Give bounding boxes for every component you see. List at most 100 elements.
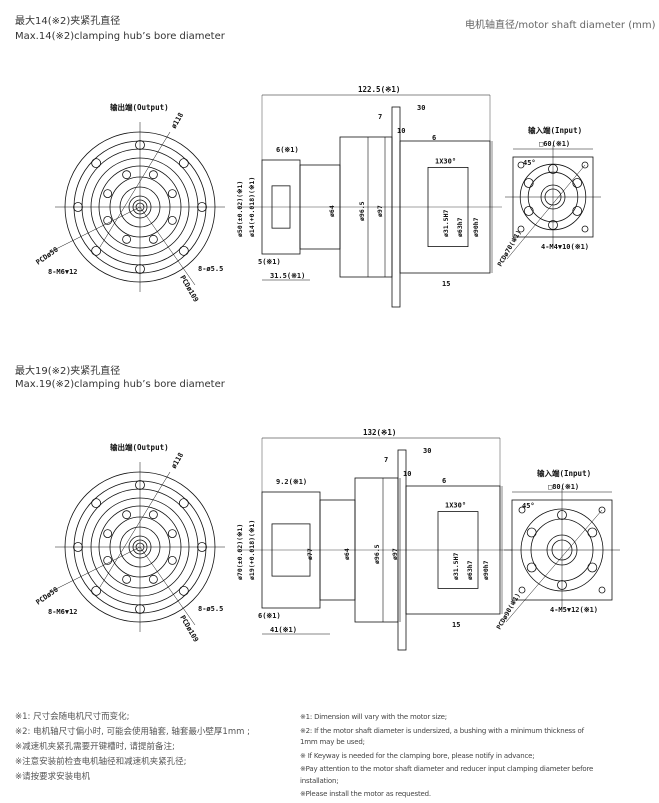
leader-line bbox=[505, 509, 603, 623]
motor-mount-hole bbox=[581, 225, 589, 233]
dimension-label: 7 bbox=[378, 113, 382, 121]
diameter-label: ø90h7 bbox=[472, 217, 480, 237]
screw-hole bbox=[526, 527, 537, 538]
square-label: □60(※1) bbox=[539, 140, 570, 148]
screw-hole bbox=[526, 562, 537, 573]
motor-mount-hole bbox=[598, 586, 606, 594]
leader-line bbox=[139, 206, 196, 286]
chamfer-label: 1X30° bbox=[435, 157, 456, 165]
holes-label: 8-ø5.5 bbox=[198, 265, 223, 273]
motor-mount-hole bbox=[517, 225, 525, 233]
dimension-label: 10 bbox=[397, 127, 405, 135]
diameter-label: ø50(±0.02)(※1) bbox=[236, 181, 244, 237]
dimension-label: 6(※1) bbox=[258, 612, 281, 620]
input-view-title: 输入端(Input) bbox=[528, 125, 582, 135]
bolt-hole bbox=[178, 498, 189, 509]
note-en: ※Please install the motor as requested. bbox=[300, 790, 431, 798]
dimension-label: 6 bbox=[442, 477, 446, 485]
diameter-label: ø96.5 bbox=[358, 201, 366, 221]
screw-hole bbox=[587, 527, 598, 538]
tapped-hole bbox=[148, 510, 158, 520]
section1-title-en: Max.14(※2)clamping hub’s bore diameter bbox=[15, 31, 225, 42]
holes-label: 4-M4▼10(※1) bbox=[541, 243, 589, 251]
diameter-label: ø64 bbox=[328, 205, 336, 217]
diameter-label: ø96.5 bbox=[373, 544, 381, 564]
bolt-hole bbox=[91, 245, 102, 256]
dimension-label: 15 bbox=[442, 280, 450, 288]
holes-label: 8-M6▼12 bbox=[48, 608, 78, 616]
notes-cn: ※1: 尺寸会随电机尺寸而变化; ※2: 电机轴尺寸偏小时, 可能会使用轴套, … bbox=[15, 710, 250, 785]
leader-line bbox=[99, 471, 171, 588]
pcd-label: PCDø50 bbox=[35, 246, 60, 267]
overall-length: 122.5(※1) bbox=[358, 85, 400, 94]
dimension-label: 6 bbox=[432, 134, 436, 142]
holes-label: 8-ø5.5 bbox=[198, 605, 223, 613]
section2-title-en: Max.19(※2)clamping hub’s bore diameter bbox=[15, 379, 225, 390]
motor-mount-hole bbox=[517, 161, 525, 169]
notes-en: ※1: Dimension will vary with the motor s… bbox=[300, 712, 600, 803]
bolt-hole bbox=[73, 542, 83, 552]
motor-shaft-diameter-label: 电机轴直径/motor shaft diameter (mm) bbox=[465, 20, 656, 31]
output-view-title: 输出端(Output) bbox=[110, 442, 169, 452]
diameter-label: ø14(+0.018)(※1) bbox=[248, 177, 256, 237]
dimension-label: 9.2(※1) bbox=[276, 478, 307, 486]
dimension-label: 15 bbox=[452, 621, 460, 629]
dimension-label: 31.5(※1) bbox=[270, 272, 305, 280]
motor-mount-hole bbox=[581, 161, 589, 169]
tapped-hole bbox=[103, 529, 113, 539]
pcd-label: PCDø70(※1) bbox=[496, 229, 523, 268]
tapped-hole bbox=[122, 510, 132, 520]
holes-label: 8-M6▼12 bbox=[48, 268, 78, 276]
motor-mount-hole bbox=[518, 506, 526, 514]
bolt-hole bbox=[91, 585, 102, 596]
bore-label: ø31.5H7 bbox=[442, 210, 450, 237]
screw-hole bbox=[523, 206, 534, 216]
section1-title-cn: 最大14(※2)夹紧孔直径 bbox=[15, 16, 121, 27]
overall-length: 132(※1) bbox=[363, 428, 396, 437]
note-cn: ※减速机夹紧孔需要开键槽时, 请提前备注; bbox=[15, 742, 175, 752]
bolt-hole bbox=[178, 585, 189, 596]
diameter-label: ø97 bbox=[391, 548, 399, 560]
chamfer-label: 1X30° bbox=[445, 502, 466, 510]
diameter-label: ø118 bbox=[170, 111, 185, 130]
pcd-label: PCDø50 bbox=[35, 586, 60, 607]
pcd-label: PCDø90(※1) bbox=[495, 592, 522, 631]
note-cn: ※2: 电机轴尺寸偏小时, 可能会使用轴套, 轴套最小壁厚1mm ; bbox=[15, 727, 250, 737]
screw-hole bbox=[587, 562, 598, 573]
bolt-hole bbox=[178, 158, 189, 169]
angle-label: 45° bbox=[522, 502, 535, 510]
tapped-hole bbox=[103, 215, 113, 225]
note-en: ※1: Dimension will vary with the motor s… bbox=[300, 713, 447, 721]
dimension-label: 30 bbox=[423, 447, 431, 455]
tapped-hole bbox=[167, 215, 177, 225]
diameter-label: ø63h7 bbox=[456, 217, 464, 237]
dimension-label: 10 bbox=[403, 470, 411, 478]
bolt-hole bbox=[135, 480, 145, 490]
diameter-label: ø70(±0.02)(※1) bbox=[236, 524, 244, 580]
tapped-hole bbox=[148, 234, 158, 244]
bore-label: ø31.5H7 bbox=[452, 553, 460, 580]
bolt-hole bbox=[73, 202, 83, 212]
tapped-hole bbox=[167, 529, 177, 539]
note-en: ※ If Keyway is needed for the clamping b… bbox=[300, 751, 535, 760]
bolt-hole bbox=[91, 498, 102, 509]
bolt-hole bbox=[91, 158, 102, 169]
note-en: ※Pay attention to the motor shaft diamet… bbox=[300, 765, 594, 785]
bolt-hole bbox=[178, 245, 189, 256]
dimension-label: 5(※1) bbox=[258, 258, 281, 266]
angle-label: 45° bbox=[523, 159, 536, 167]
leader-line bbox=[139, 546, 196, 626]
tapped-hole bbox=[122, 574, 132, 584]
diameter-label: ø63h7 bbox=[466, 560, 474, 580]
dimension-label: 7 bbox=[384, 456, 388, 464]
tapped-hole bbox=[122, 170, 132, 180]
bolt-hole bbox=[135, 264, 145, 274]
pcd-label: PCDø109 bbox=[178, 274, 200, 304]
note-cn: ※1: 尺寸会随电机尺寸而变化; bbox=[15, 712, 130, 722]
diameter-label: ø118 bbox=[170, 451, 185, 470]
diameter-label: ø77 bbox=[306, 548, 314, 560]
input-view-title: 输入端(Input) bbox=[537, 468, 591, 478]
bolt-hole bbox=[135, 140, 145, 150]
diameter-label: ø90h7 bbox=[482, 560, 490, 580]
